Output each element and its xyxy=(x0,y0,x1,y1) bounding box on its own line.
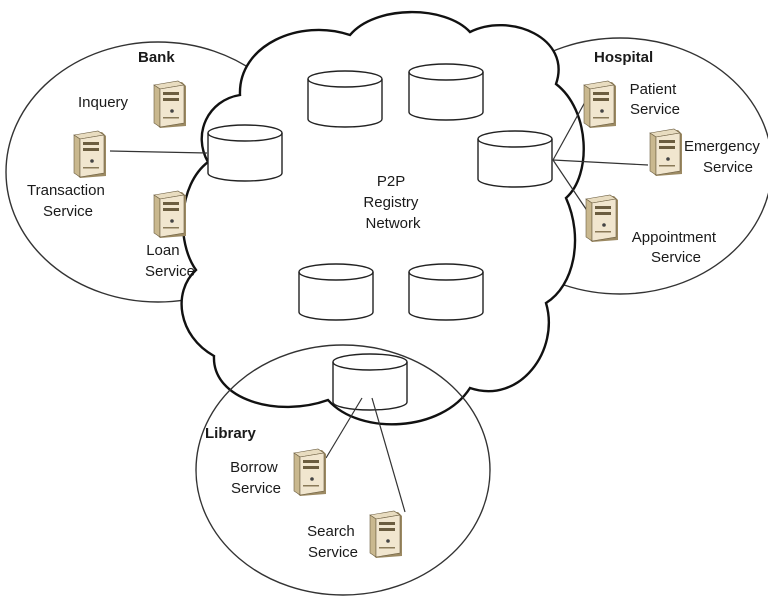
hospital-title: Hospital xyxy=(594,49,653,66)
center-label: P2P Registry Network xyxy=(363,173,422,232)
server-icon-emergency xyxy=(649,128,683,176)
registry-node-bottom-left xyxy=(298,263,374,321)
server-icon-inquery xyxy=(153,80,187,128)
p2p-cloud xyxy=(180,10,585,426)
registry-node-library xyxy=(332,353,408,411)
registry-node-hospital xyxy=(477,130,553,188)
registry-node-bottom-right xyxy=(408,263,484,321)
server-icon-appointment xyxy=(585,194,619,242)
inquery-label: Inquery xyxy=(78,94,129,111)
link-appointment xyxy=(552,159,589,213)
registry-node-bank xyxy=(207,124,283,182)
loan-label: Loan Service xyxy=(145,242,195,280)
library-title: Library xyxy=(205,425,257,442)
bank-title: Bank xyxy=(138,49,175,66)
server-icon-patient xyxy=(583,80,617,128)
server-icon-borrow xyxy=(293,448,327,496)
server-icon-transaction xyxy=(73,130,107,178)
link-emergency xyxy=(552,159,649,166)
library-circle xyxy=(195,344,491,596)
patient-label: Patient Service xyxy=(630,81,681,118)
transaction-label: Transaction Service xyxy=(27,182,109,220)
link-patient xyxy=(552,101,586,161)
registry-node-top-left xyxy=(307,70,383,128)
link-transaction xyxy=(109,150,208,154)
link-search xyxy=(371,397,406,513)
registry-node-top-right xyxy=(408,63,484,121)
appointment-label: Appointment Service xyxy=(632,229,720,266)
server-icon-search xyxy=(369,510,403,558)
emergency-label: Emergency Service xyxy=(684,138,764,176)
borrow-label: Borrow Service xyxy=(230,459,282,497)
link-borrow xyxy=(325,397,363,459)
search-label: Search Service xyxy=(307,523,359,561)
server-icon-loan xyxy=(153,190,187,238)
